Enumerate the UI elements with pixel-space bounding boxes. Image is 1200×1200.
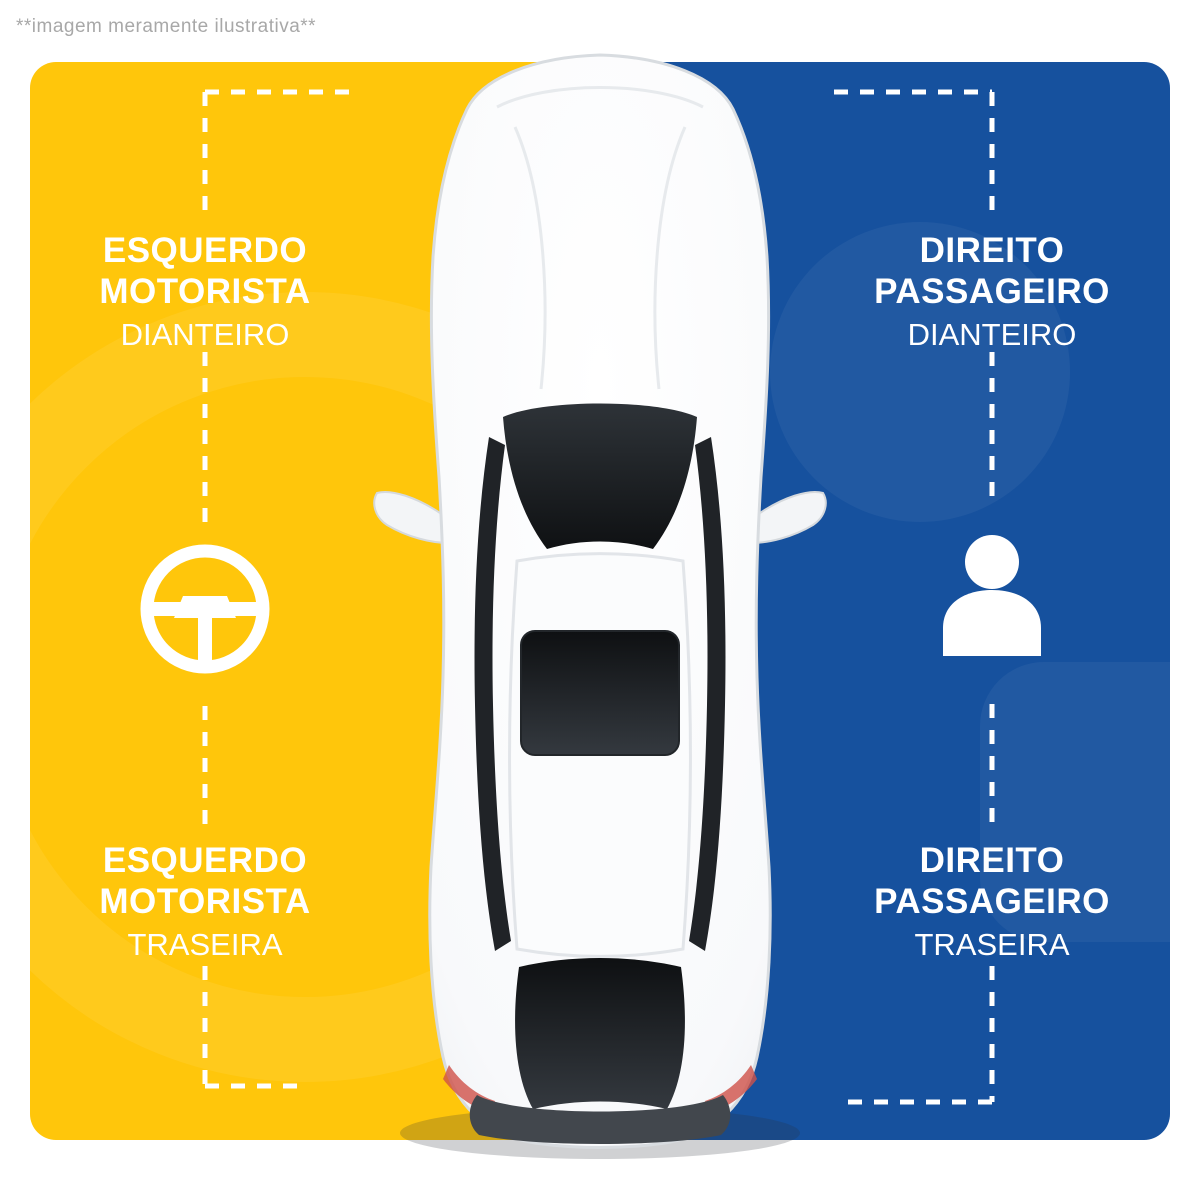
label-line: TRASEIRA <box>914 927 1070 962</box>
label-left-rear: ESQUERDO MOTORISTA TRASEIRA <box>33 840 377 965</box>
left-mirror <box>373 491 451 545</box>
label-line: DIANTEIRO <box>907 317 1077 352</box>
label-line: PASSAGEIRO <box>874 272 1110 311</box>
label-line: PASSAGEIRO <box>874 882 1110 921</box>
passenger-person-icon <box>917 522 1067 672</box>
right-side-windows <box>689 437 726 951</box>
label-line: DIREITO <box>919 231 1065 270</box>
left-side-windows <box>474 437 511 951</box>
label-right-rear: DIREITO PASSAGEIRO TRASEIRA <box>820 840 1164 965</box>
label-line: ESQUERDO <box>102 231 308 270</box>
label-line: DIANTEIRO <box>120 317 290 352</box>
label-line: ESQUERDO <box>102 841 308 880</box>
label-left-front: ESQUERDO MOTORISTA DIANTEIRO <box>33 230 377 355</box>
right-mirror <box>749 491 827 545</box>
label-line: DIREITO <box>919 841 1065 880</box>
label-right-front: DIREITO PASSAGEIRO DIANTEIRO <box>820 230 1164 355</box>
rear-window <box>515 958 685 1109</box>
windshield <box>503 403 697 549</box>
disclaimer-text: **imagem meramente ilustrativa** <box>16 16 317 37</box>
sunroof <box>520 630 680 756</box>
hood-lines <box>496 86 704 390</box>
label-line: TRASEIRA <box>127 927 283 962</box>
label-line: MOTORISTA <box>99 882 311 921</box>
label-line: MOTORISTA <box>99 272 311 311</box>
car-top-view-illustration <box>373 53 827 1159</box>
rear-bumper <box>469 1095 731 1144</box>
steering-wheel-icon <box>130 534 280 684</box>
